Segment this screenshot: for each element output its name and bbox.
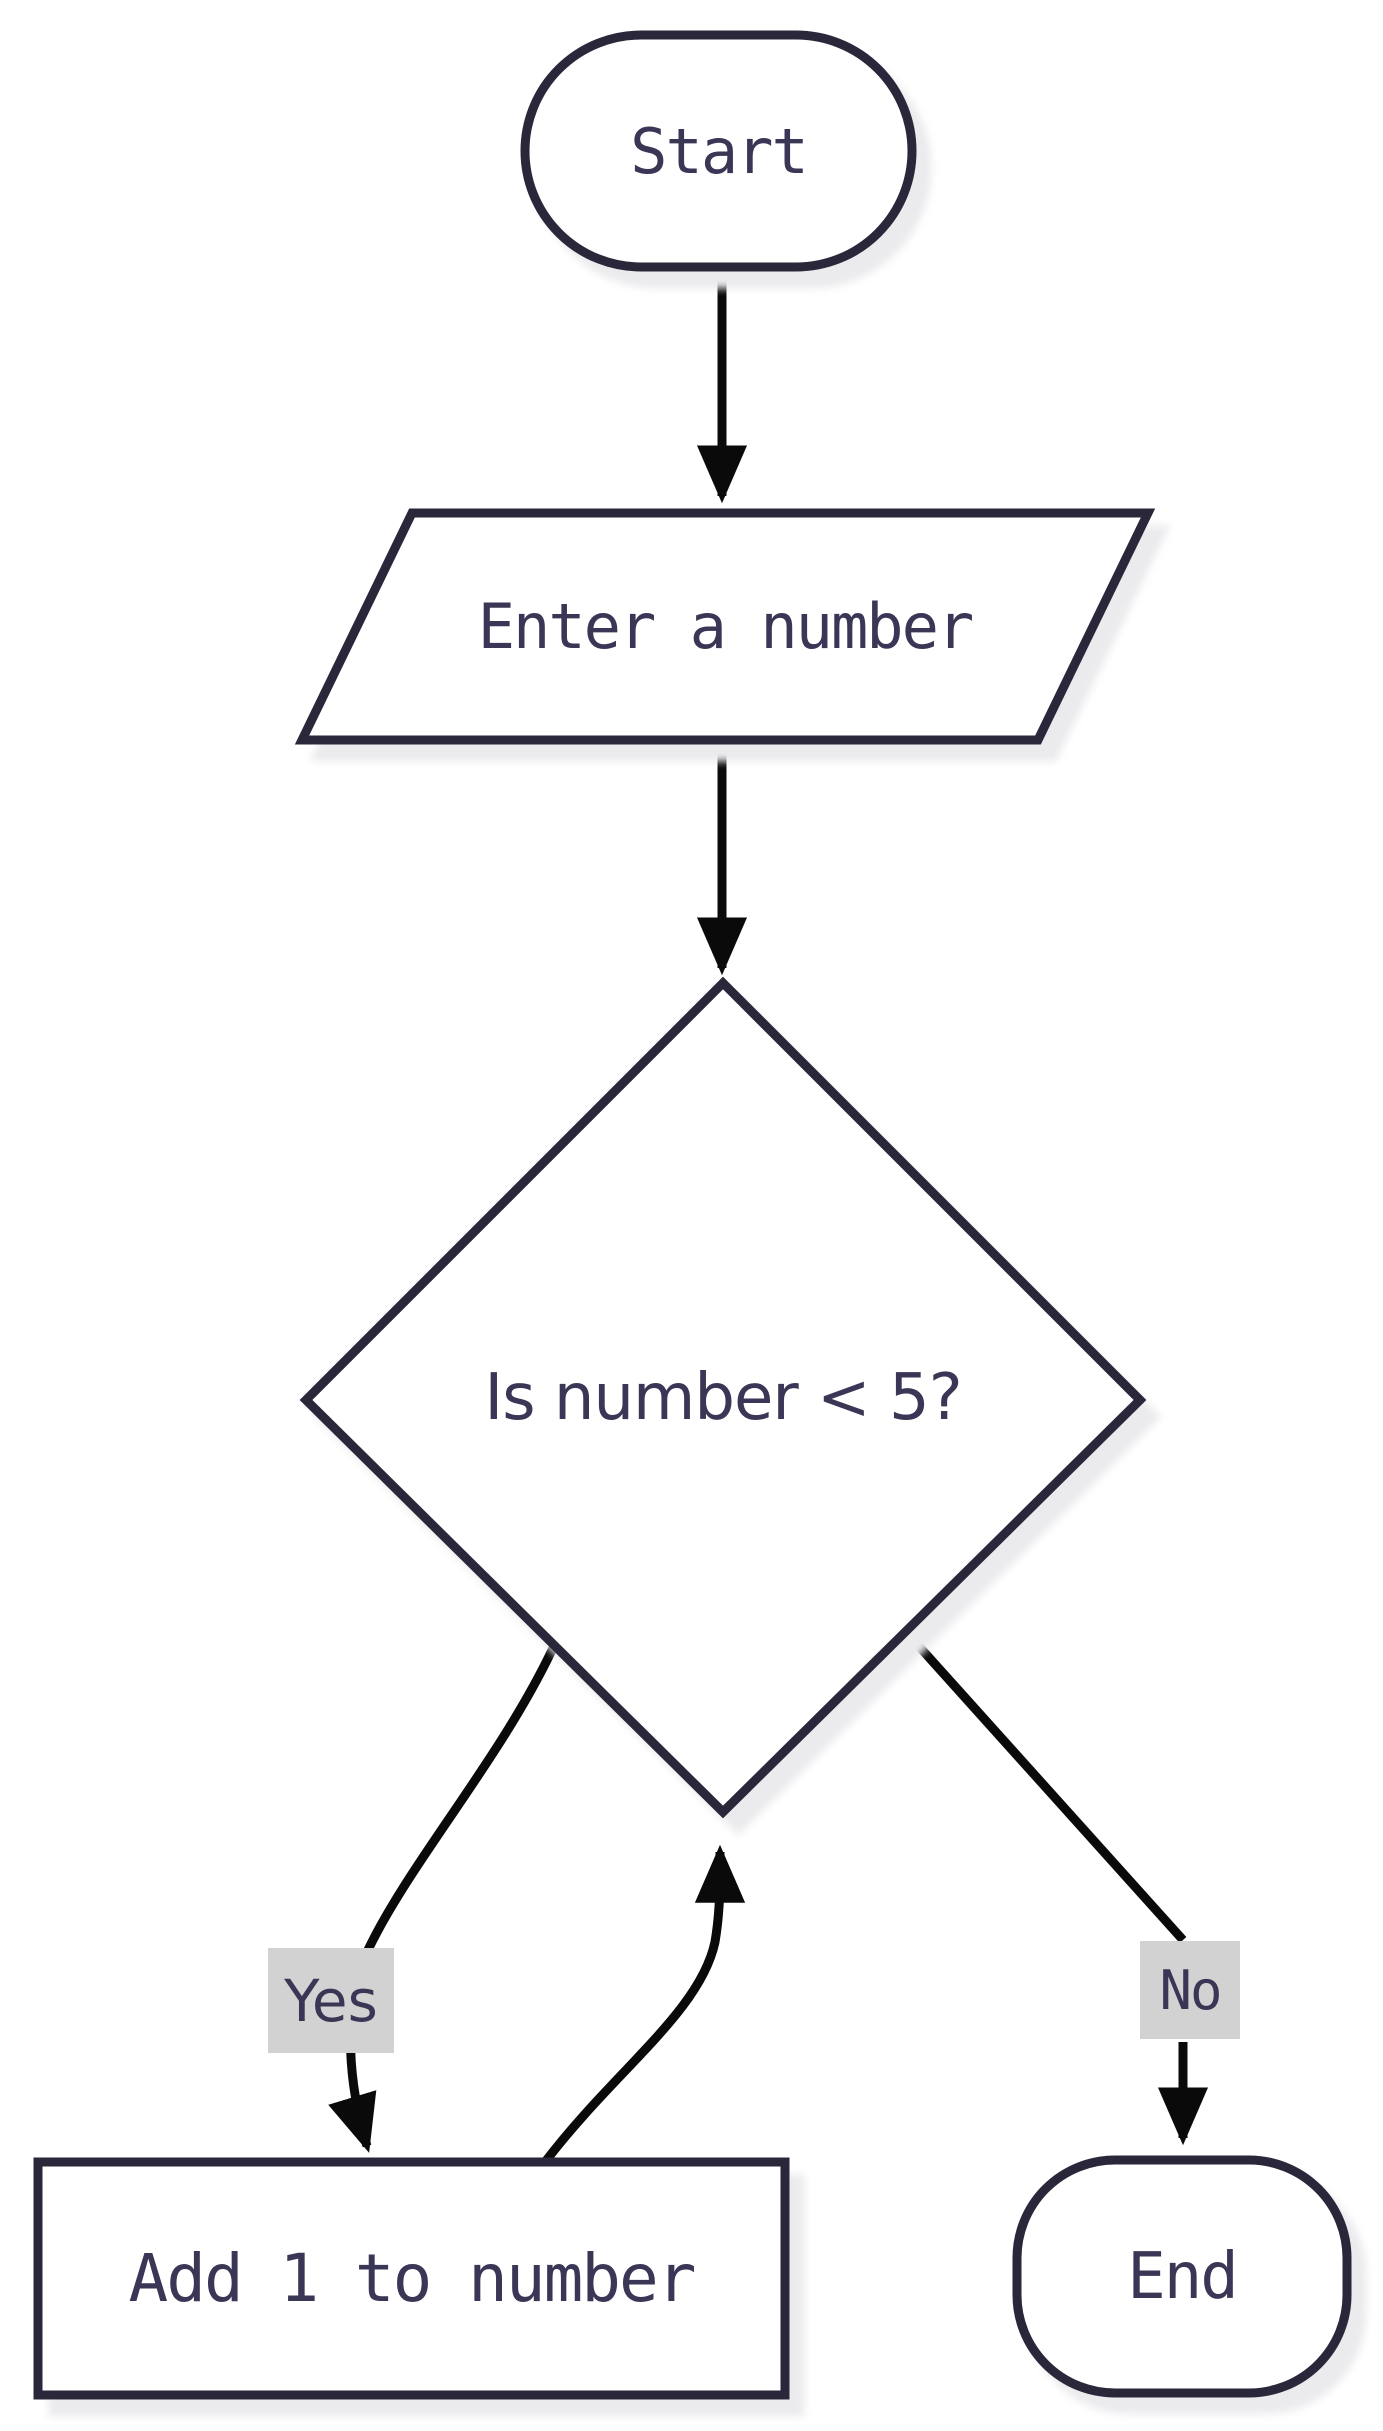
end-node-shape bbox=[1012, 2155, 1352, 2398]
input-node-label: Enter a number bbox=[477, 590, 975, 663]
process-node-shape bbox=[33, 2157, 790, 2400]
edge-process-loop-to-decision bbox=[541, 1844, 746, 2165]
decision-node-label: Is number < 5? bbox=[484, 1360, 962, 1435]
edge-decision-no-to-end-upper bbox=[912, 1639, 1187, 1944]
process-node-label: Add 1 to number bbox=[128, 2240, 696, 2317]
edge-label-yes: Yes bbox=[268, 1948, 394, 2053]
edge-decision-yes-to-process bbox=[328, 1646, 558, 2153]
start-node-label: Start bbox=[630, 114, 809, 188]
start-node-shape bbox=[520, 30, 917, 272]
edge-label-no: No bbox=[1140, 1941, 1240, 2039]
decision-node-shape bbox=[299, 976, 1147, 1819]
input-node-shape bbox=[294, 508, 1156, 745]
end-node-label: End bbox=[1127, 2239, 1239, 2314]
